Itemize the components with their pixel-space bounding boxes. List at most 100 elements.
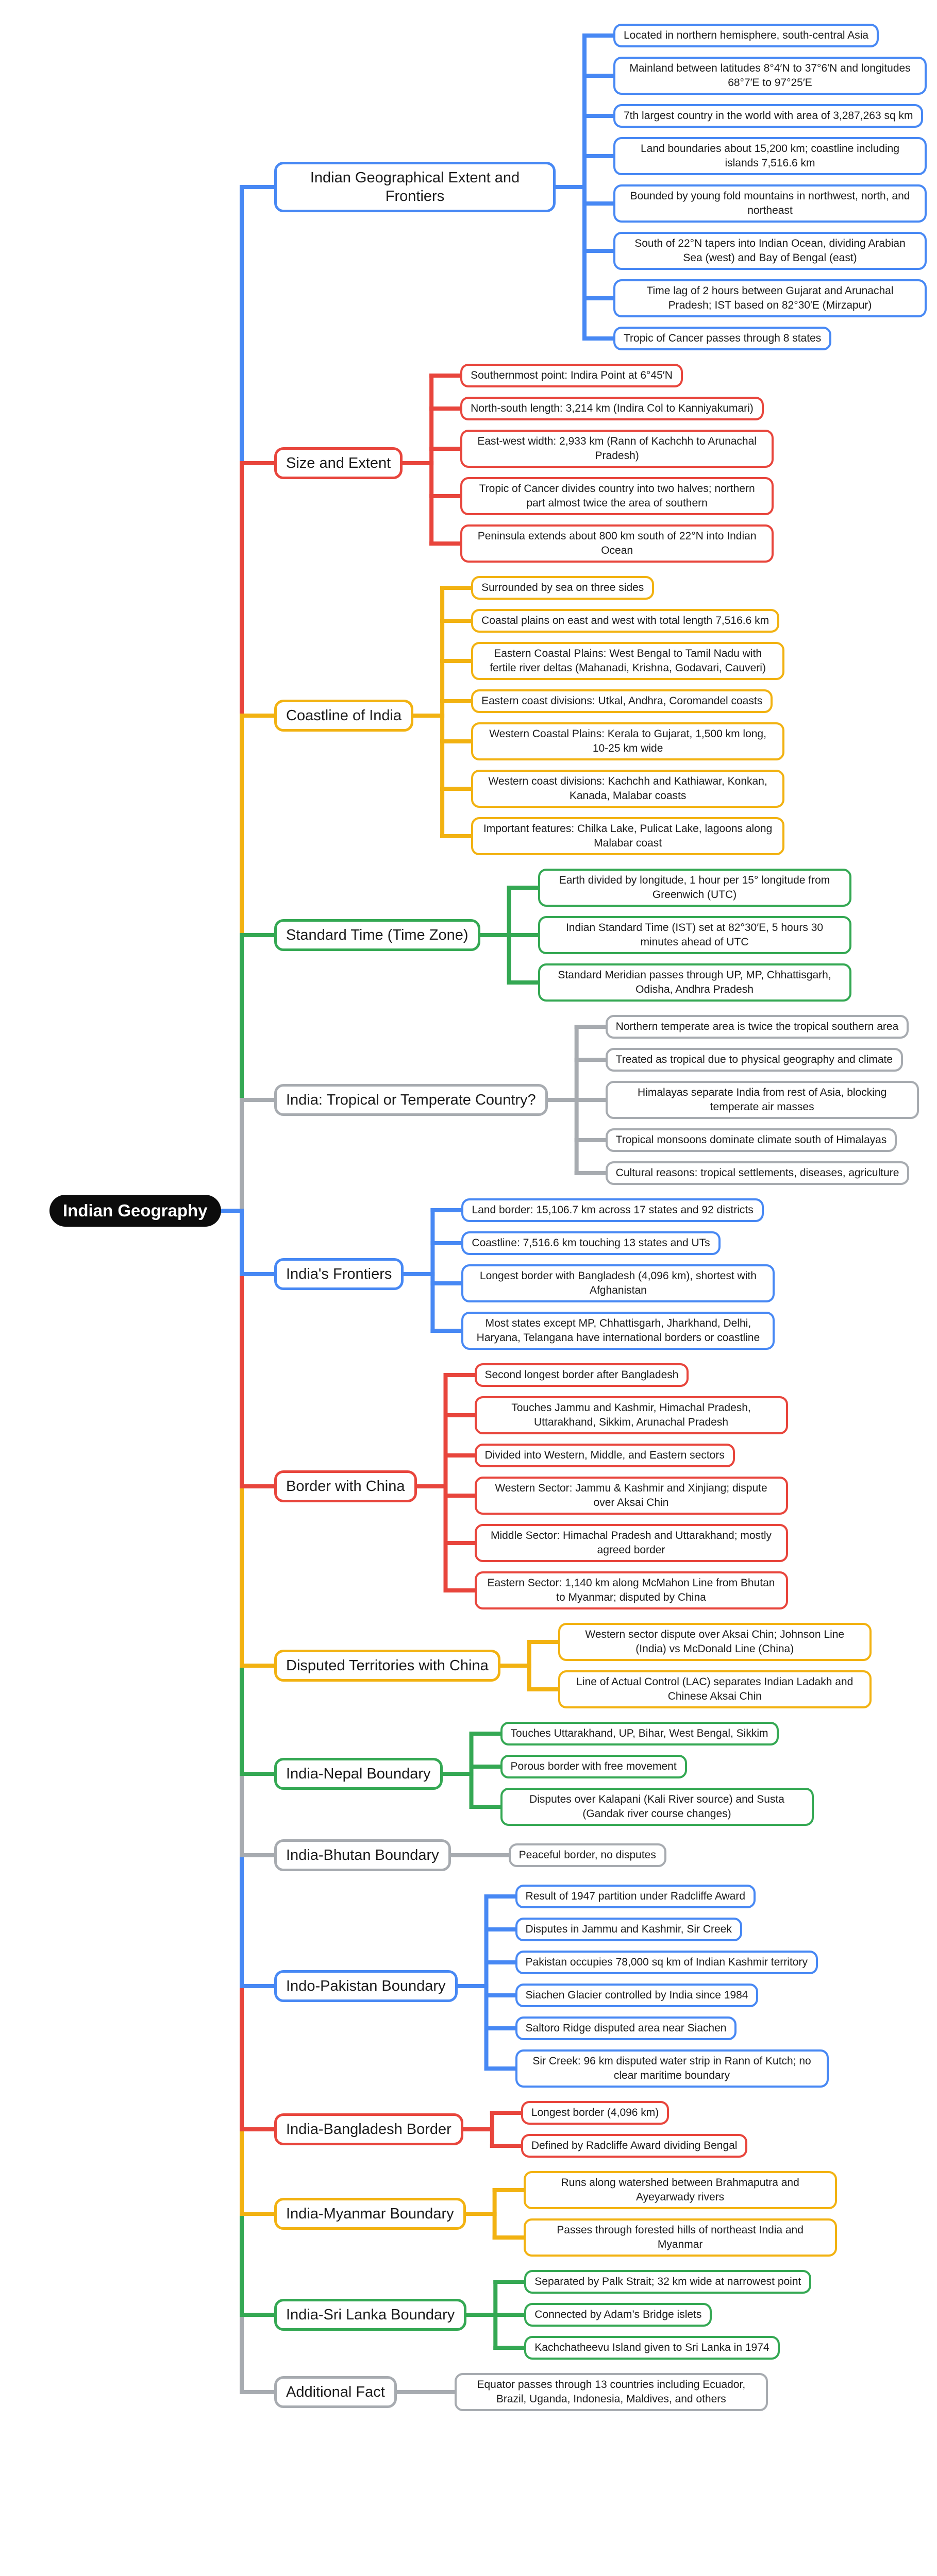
leaf-node: Surrounded by sea on three sides: [471, 576, 655, 600]
branch-leaves: Peaceful border, no disputes: [508, 1843, 666, 1867]
branch-title: Indian Geographical Extent and Frontiers: [274, 162, 556, 212]
leaf-node: Land boundaries about 15,200 km; coastli…: [613, 137, 927, 175]
leaf-node: Disputes in Jammu and Kashmir, Sir Creek: [515, 1918, 742, 1941]
branch-row: India-Myanmar Boundary Runs along watersh…: [274, 2171, 929, 2257]
leaf-node: Mainland between latitudes 8°4′N to 37°6…: [613, 57, 927, 95]
leaf-node: Western sector dispute over Aksai Chin; …: [558, 1623, 872, 1661]
leaf-node: Himalayas separate India from rest of As…: [605, 1081, 919, 1119]
leaf-node: Passes through forested hills of northea…: [523, 2218, 837, 2257]
leaf-node: Touches Jammu and Kashmir, Himachal Prad…: [474, 1396, 788, 1434]
leaf-node: Line of Actual Control (LAC) separates I…: [558, 1670, 872, 1708]
leaf-node: Bounded by young fold mountains in north…: [613, 184, 927, 223]
leaf-node: Located in northern hemisphere, south-ce…: [613, 24, 879, 47]
leaf-node: Runs along watershed between Brahmaputra…: [523, 2171, 837, 2209]
leaf-node: Western Coastal Plains: Kerala to Gujara…: [471, 722, 785, 760]
branch-row: India-Bhutan Boundary Peaceful border, no…: [274, 1839, 929, 1871]
leaf-node: Southernmost point: Indira Point at 6°45…: [460, 364, 683, 387]
leaf-node: Longest border (4,096 km): [521, 2101, 670, 2125]
branch-title: India-Myanmar Boundary: [274, 2198, 466, 2230]
branch-leaves: Separated by Palk Strait; 32 km wide at …: [524, 2270, 812, 2360]
branch-leaves: Land border: 15,106.7 km across 17 state…: [461, 1198, 775, 1350]
leaf-node: Peaceful border, no disputes: [508, 1843, 666, 1867]
leaf-node: South of 22°N tapers into Indian Ocean, …: [613, 232, 927, 270]
branch-leaves: Northern temperate area is twice the tro…: [605, 1015, 919, 1185]
leaf-node: Tropic of Cancer divides country into tw…: [460, 477, 774, 515]
branch-leaves: Earth divided by longitude, 1 hour per 1…: [538, 869, 851, 1002]
branches: Indian Geographical Extent and Frontiers…: [274, 24, 929, 2411]
leaf-node: East-west width: 2,933 km (Rann of Kachc…: [460, 430, 774, 468]
leaf-node: Equator passes through 13 countries incl…: [454, 2373, 768, 2411]
leaf-node: Coastline: 7,516.6 km touching 13 states…: [461, 1231, 721, 1255]
leaf-node: Treated as tropical due to physical geog…: [605, 1048, 903, 1072]
leaf-node: Earth divided by longitude, 1 hour per 1…: [538, 869, 851, 907]
branch-title: Additional Fact: [274, 2376, 397, 2408]
leaf-node: Longest border with Bangladesh (4,096 km…: [461, 1264, 775, 1302]
leaf-node: North-south length: 3,214 km (Indira Col…: [460, 397, 764, 420]
leaf-node: Touches Uttarakhand, UP, Bihar, West Ben…: [500, 1722, 779, 1745]
branch-leaves: Western sector dispute over Aksai Chin; …: [558, 1623, 872, 1708]
branch-title: Size and Extent: [274, 447, 403, 479]
branch-title: Indo-Pakistan Boundary: [274, 1970, 458, 2002]
leaf-node: Separated by Palk Strait; 32 km wide at …: [524, 2270, 812, 2294]
branch-leaves: Longest border (4,096 km) Defined by Radc…: [521, 2101, 748, 2158]
branch-title: India-Nepal Boundary: [274, 1758, 443, 1790]
central-node: Indian Geography: [49, 1195, 221, 1227]
leaf-node: Defined by Radcliffe Award dividing Beng…: [521, 2134, 748, 2158]
branch-title: India-Bangladesh Border: [274, 2113, 463, 2145]
branch-row: Additional Fact Equator passes through 13…: [274, 2373, 929, 2411]
leaf-node: Eastern Sector: 1,140 km along McMahon L…: [474, 1571, 788, 1609]
branch-leaves: Result of 1947 partition under Radcliffe…: [515, 1885, 829, 2088]
branch-row: India's Frontiers Land border: 15,106.7 k…: [274, 1198, 929, 1350]
leaf-node: Most states except MP, Chhattisgarh, Jha…: [461, 1312, 775, 1350]
branch-leaves: Southernmost point: Indira Point at 6°45…: [460, 364, 774, 563]
branch-row: Border with China Second longest border a…: [274, 1363, 929, 1609]
branch-title: Coastline of India: [274, 700, 414, 732]
branch-leaves: Equator passes through 13 countries incl…: [454, 2373, 768, 2411]
branch-row: Disputed Territories with China Western s…: [274, 1623, 929, 1708]
leaf-node: Peninsula extends about 800 km south of …: [460, 524, 774, 563]
branch-row: Coastline of India Surrounded by sea on t…: [274, 576, 929, 855]
leaf-node: Cultural reasons: tropical settlements, …: [605, 1161, 910, 1185]
branch-title: Border with China: [274, 1470, 417, 1502]
branch-title: India: Tropical or Temperate Country?: [274, 1084, 548, 1116]
leaf-node: Tropic of Cancer passes through 8 states: [613, 327, 832, 350]
branch-title: India-Sri Lanka Boundary: [274, 2299, 467, 2331]
branch-row: India: Tropical or Temperate Country? Nor…: [274, 1015, 929, 1185]
leaf-node: Divided into Western, Middle, and Easter…: [474, 1444, 735, 1467]
branch-title: India-Bhutan Boundary: [274, 1839, 451, 1871]
leaf-node: Second longest border after Bangladesh: [474, 1363, 689, 1387]
leaf-node: Saltoro Ridge disputed area near Siachen: [515, 2016, 737, 2040]
leaf-node: Western Sector: Jammu & Kashmir and Xinj…: [474, 1477, 788, 1515]
leaf-node: Indian Standard Time (IST) set at 82°30′…: [538, 916, 851, 954]
branch-row: India-Bangladesh Border Longest border (4…: [274, 2101, 929, 2158]
leaf-node: Time lag of 2 hours between Gujarat and …: [613, 279, 927, 317]
leaf-node: Western coast divisions: Kachchh and Kat…: [471, 770, 785, 808]
leaf-node: Land border: 15,106.7 km across 17 state…: [461, 1198, 764, 1222]
branch-row: India-Sri Lanka Boundary Separated by Pal…: [274, 2270, 929, 2360]
leaf-node: Middle Sector: Himachal Pradesh and Utta…: [474, 1524, 788, 1562]
leaf-node: Result of 1947 partition under Radcliffe…: [515, 1885, 756, 1908]
branch-row: Indian Geographical Extent and Frontiers…: [274, 24, 929, 350]
leaf-node: Porous border with free movement: [500, 1755, 687, 1778]
branch-title: Standard Time (Time Zone): [274, 919, 480, 951]
leaf-node: Eastern coast divisions: Utkal, Andhra, …: [471, 689, 773, 713]
branch-title: India's Frontiers: [274, 1258, 404, 1290]
leaf-node: 7th largest country in the world with ar…: [613, 104, 924, 128]
leaf-node: Eastern Coastal Plains: West Bengal to T…: [471, 642, 785, 680]
leaf-node: Tropical monsoons dominate climate south…: [605, 1128, 897, 1152]
branch-row: Standard Time (Time Zone) Earth divided b…: [274, 869, 929, 1002]
leaf-node: Northern temperate area is twice the tro…: [605, 1015, 909, 1039]
leaf-node: Sir Creek: 96 km disputed water strip in…: [515, 2049, 829, 2088]
branch-leaves: Touches Uttarakhand, UP, Bihar, West Ben…: [500, 1722, 814, 1826]
leaf-node: Disputes over Kalapani (Kali River sourc…: [500, 1788, 814, 1826]
branch-leaves: Runs along watershed between Brahmaputra…: [523, 2171, 837, 2257]
branch-title: Disputed Territories with China: [274, 1650, 500, 1682]
branch-row: India-Nepal Boundary Touches Uttarakhand,…: [274, 1722, 929, 1826]
leaf-node: Connected by Adam’s Bridge islets: [524, 2303, 712, 2327]
branch-leaves: Located in northern hemisphere, south-ce…: [613, 24, 927, 350]
leaf-node: Pakistan occupies 78,000 sq km of Indian…: [515, 1951, 818, 1974]
